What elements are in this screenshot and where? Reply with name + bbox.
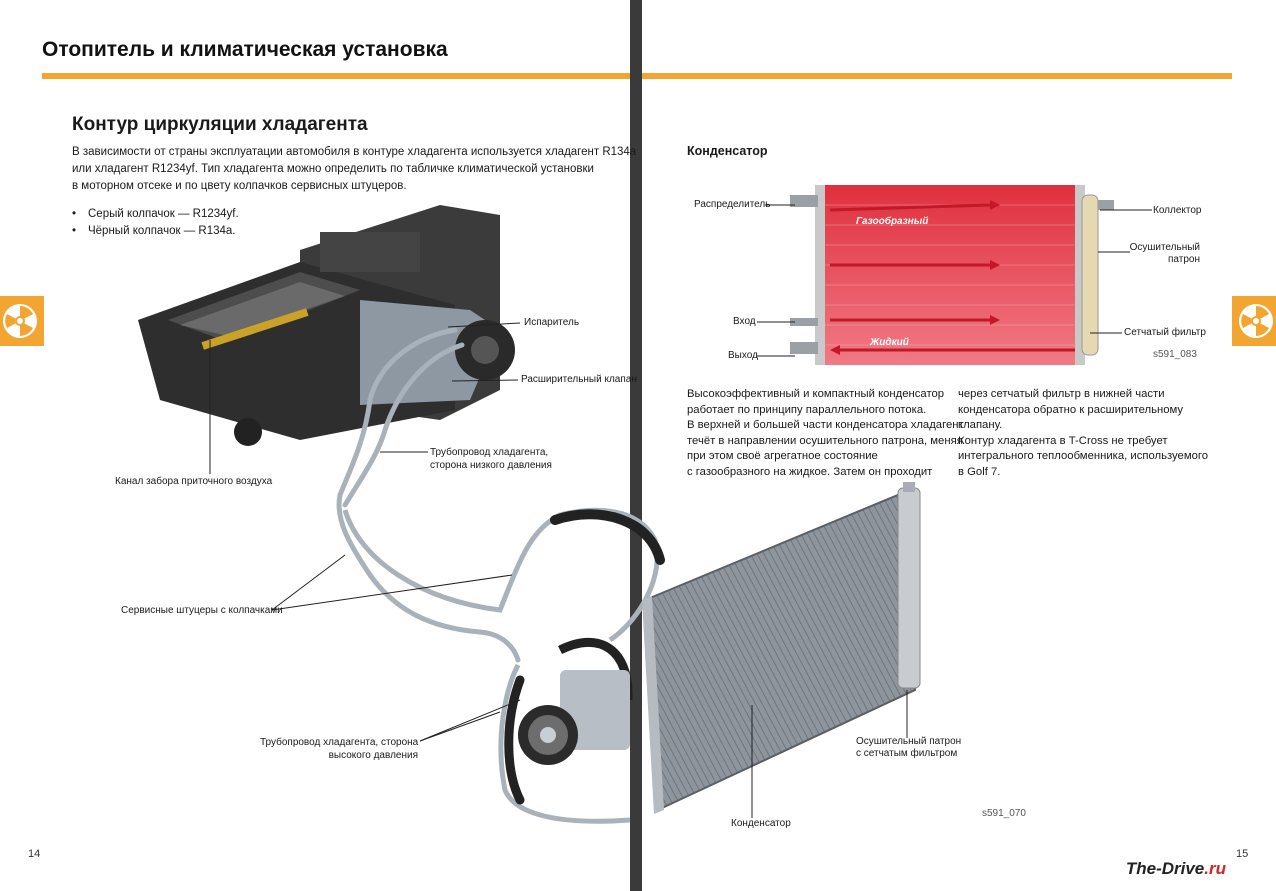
outlet-label: Выход [728,350,758,361]
page-number-right: 15 [1236,848,1249,860]
section-heading: Контур циркуляции хладагента [72,114,368,135]
text-line: с газообразного на жидкое. Затем он прох… [687,465,933,478]
condenser-label: Конденсатор [731,818,791,829]
condenser-text-col2: через сетчатый фильтр в нижней части кон… [958,387,1208,480]
intro-line: или хладагент R1234yf. Тип хладагента мо… [72,163,594,175]
low-pressure-line-drawing [336,327,521,663]
label-leaders [209,322,521,742]
evaporator-label: Испаритель [524,317,580,328]
figure-code-bottom: s591_070 [982,808,1026,819]
gaseous-state-label: Газообразный [856,216,929,227]
list-item: Чёрный колпачок — R134a. [72,223,239,240]
text-line: работает по принципу параллельного поток… [687,403,927,416]
air-intake-label: Канал забора приточного воздуха [115,476,273,487]
hvac-unit-drawing [138,205,515,446]
fan-tab-icon-left [0,296,44,346]
watermark-logo: The-Drive.ru [1125,859,1226,878]
strainer-label: Сетчатый фильтр [1124,327,1206,338]
liquid-state-label: Жидкий [870,337,909,348]
text-line: конденсатора обратно к расширительному [958,403,1184,416]
page-number-left: 14 [28,848,41,860]
title-rule-right [642,73,1232,79]
dryer-filter-label-2: с сетчатым фильтром [856,748,958,759]
dryer-label-2: патрон [1168,254,1200,265]
inlet-label: Вход [733,316,756,327]
high-pressure-line-label-1: Трубопровод хладагента, сторона [260,737,419,748]
text-line: течёт в направлении осушительного патрон… [687,434,963,447]
low-pressure-line-label-1: Трубопровод хладагента, [430,447,549,458]
high-pressure-line-label-2: высокого давления [328,750,418,761]
dryer-filter-label-1: Осушительный патрон [856,736,962,747]
title-rule-left [42,73,630,79]
condenser-heading: Конденсатор [687,144,768,158]
text-line: в Golf 7. [958,465,1001,478]
expansion-valve-label: Расширительный клапан [521,374,637,385]
compressor-drawing [518,670,630,765]
text-line: Контур хладагента в T-Cross не требует [958,434,1168,447]
fan-tab-icon-right [1232,296,1276,346]
page-title: Отопитель и климатическая установка [42,38,448,61]
text-line: Высокоэффективный и компактный конденсат… [687,388,945,400]
text-line: интегрального теплообменника, используем… [958,450,1209,462]
text-line: при этом своё агрегатное состояние [687,450,878,462]
cap-color-list: Серый колпачок — R1234yf. Чёрный колпачо… [72,206,239,240]
dryer-label-1: Осушительный [1129,242,1200,253]
low-pressure-line-label-2: сторона низкого давления [430,460,552,471]
figure-code-top: s591_083 [1153,349,1197,360]
text-line: через сетчатый фильтр в нижней части [958,388,1165,400]
text-line: В верхней и большей части конденсатора х… [687,419,964,431]
text-line: клапану. [958,419,1003,431]
intro-line: в моторном отсеке и по цвету колпачков с… [72,180,407,192]
list-item: Серый колпачок — R1234yf. [72,206,239,223]
intro-paragraph: В зависимости от страны эксплуатации авт… [72,144,637,195]
collector-label: Коллектор [1153,205,1202,216]
distributor-label: Распределитель [694,199,771,210]
intro-line: В зависимости от страны эксплуатации авт… [72,146,637,158]
book-spine [630,0,642,891]
condenser-text-col1: Высокоэффективный и компактный конденсат… [687,387,964,480]
service-ports-label: Сервисные штуцеры с колпачками [121,605,283,616]
